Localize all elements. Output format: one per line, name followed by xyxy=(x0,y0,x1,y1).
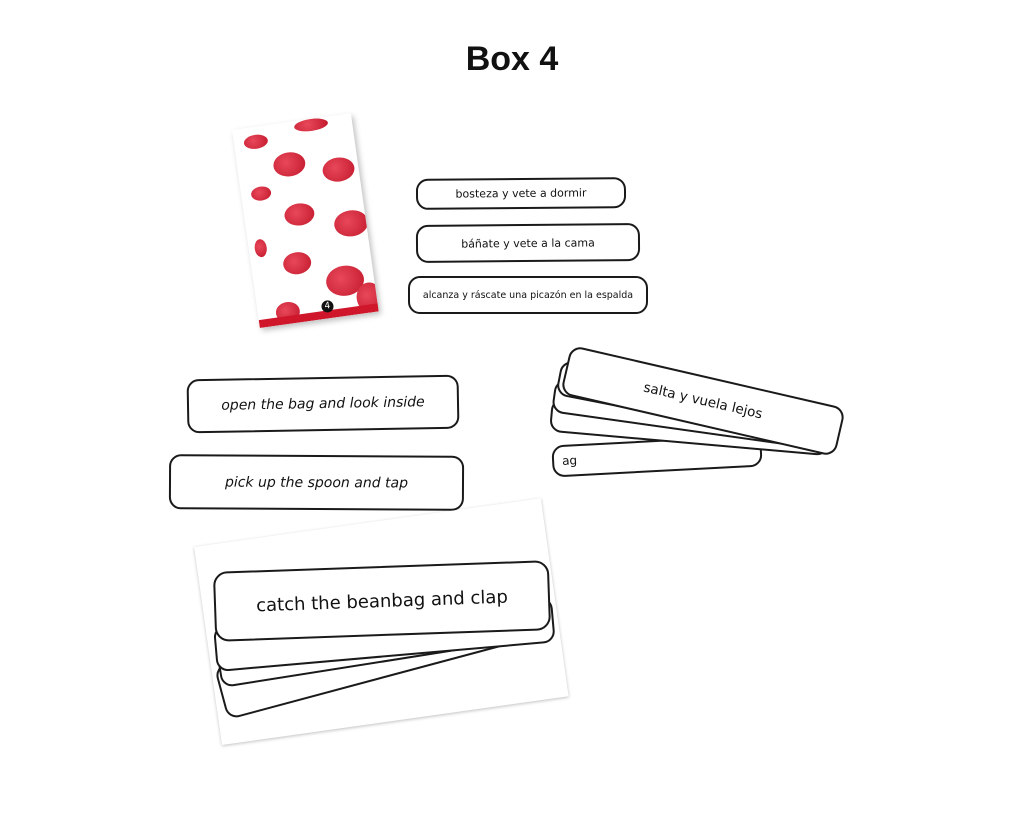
spanish-card: alcanza y ráscate una picazón en la espa… xyxy=(408,276,648,314)
card-text: bosteza y vete a dormir xyxy=(455,186,587,201)
card-text: alcanza y ráscate una picazón en la espa… xyxy=(422,289,634,301)
card-text: open the bag and look inside xyxy=(221,394,425,414)
stack-top-card: catch the beanbag and clap xyxy=(212,560,552,642)
spanish-card: bosteza y vete a dormir xyxy=(415,177,627,210)
card-text: catch the beanbag and clap xyxy=(255,586,509,616)
english-card: open the bag and look inside xyxy=(186,374,460,434)
card-box: 4 xyxy=(232,113,379,329)
page-title: Box 4 xyxy=(465,40,559,78)
english-card: pick up the spoon and tap xyxy=(168,454,465,511)
card-text: báñate y vete a la cama xyxy=(461,235,595,251)
spanish-card: báñate y vete a la cama xyxy=(415,223,641,263)
card-text: pick up the spoon and tap xyxy=(224,474,409,491)
card-text-peek: ag xyxy=(561,453,578,468)
card-text: salta y vuela lejos xyxy=(642,379,764,423)
